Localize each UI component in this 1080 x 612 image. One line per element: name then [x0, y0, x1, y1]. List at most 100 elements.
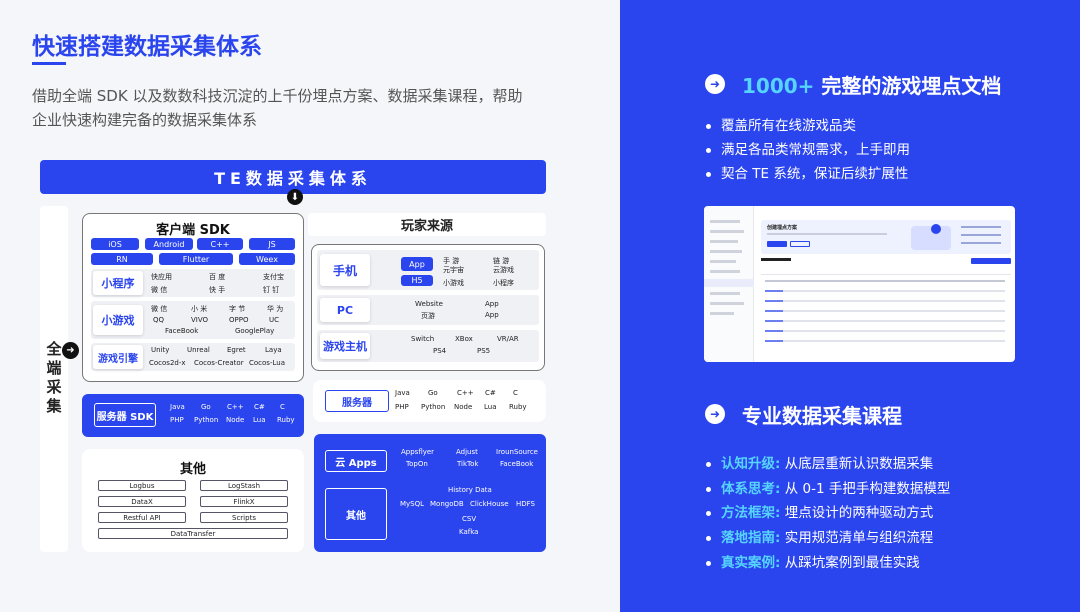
platform-item: UC [269, 316, 280, 324]
cloud-app-item: FaceBook [500, 460, 534, 468]
docs-bullet-text: 覆盖所有在线游戏品类 [721, 118, 856, 134]
engine-item: Unity [151, 346, 170, 354]
tool-item: LogStash [200, 480, 288, 491]
thumb-title: 创建埋点方案 [767, 225, 798, 231]
arrow-circle-icon: ➜ [705, 74, 725, 94]
docs-bullet-text: 契合 TE 系统，保证后续扩展性 [721, 166, 909, 182]
docs-heading-text: 完整的游戏埋点文档 [814, 74, 1002, 98]
language-item: Ruby [509, 403, 527, 411]
data-source-item: HDFS [516, 500, 536, 508]
thumb-sidebar [704, 206, 754, 362]
course-bullet: 方法框架: 埋点设计的两种驱动方式 [706, 501, 933, 521]
game-type: 小游戏 [443, 279, 464, 287]
pill-flutter: Flutter [159, 253, 233, 265]
arrow-down-icon: ⬇ [287, 189, 303, 205]
cloud-app-item: TikTok [457, 460, 479, 468]
course-bullet: 落地指南: 实用规范清单与组织流程 [706, 526, 933, 546]
game-type: 云游戏 [493, 266, 514, 274]
platform-item: 微 信 [151, 305, 168, 313]
other-title: 其他 [179, 462, 206, 477]
bullet-text: 从踩坑案例到最佳实践 [780, 555, 920, 571]
bullet-key: 方法框架: [721, 505, 781, 521]
bullet-key: 真实案例: [721, 555, 781, 571]
tool-item: Logbus [98, 480, 186, 491]
game-engine-label: 游戏引擎 [93, 345, 143, 369]
language-item: PHP [395, 403, 409, 411]
pill-js: JS [249, 238, 295, 250]
data-source-item: ClickHouse [470, 500, 509, 508]
console-label: 游戏主机 [320, 333, 370, 359]
console-item: VR/AR [497, 335, 519, 343]
thumb-table [761, 258, 1011, 356]
bullet-text: 从底层重新认识数据采集 [780, 456, 934, 472]
player-source-panel: 手机 App H5 手 游 链 游 元宇宙 云游戏 小游戏 小程序 PC Web… [311, 244, 545, 371]
platform-item: 小 米 [191, 305, 208, 313]
page-description: 借助全端 SDK 以及数数科技沉淀的上千份埋点方案、数据采集课程，帮助企业快速构… [32, 87, 523, 129]
thumb-header: 创建埋点方案 [761, 220, 1011, 254]
tool-item: Scripts [200, 512, 288, 523]
game-type: 元宇宙 [443, 266, 464, 274]
language-item: Lua [484, 403, 497, 411]
client-sdk-panel: 客户端 SDK iOS Android C++ JS RN Flutter We… [82, 213, 304, 382]
course-heading: 专业数据采集课程 [742, 404, 902, 428]
mini-program-label: 小程序 [93, 271, 143, 295]
language-item: C [280, 403, 285, 411]
language-item: PHP [170, 416, 184, 424]
server-panel: 服务器 Java Go C++ C# C PHP Python Node Lua… [313, 380, 546, 422]
engine-item: Laya [265, 346, 282, 354]
server-sdk-panel: 服务器 SDK Java Go C++ C# C PHP Python Node… [82, 394, 304, 437]
language-item: C [513, 389, 518, 397]
cloud-app-item: Appsflyer [401, 448, 435, 456]
platform-item: 钉 钉 [263, 286, 280, 294]
console-item: XBox [455, 335, 473, 343]
data-source-item: MongoDB [430, 500, 464, 508]
other-panel: 其他 Logbus LogStash DataX FlinkX Restful … [82, 449, 304, 552]
page-title: 快速搭建数据采集体系 [32, 34, 262, 60]
cloud-app-item: TopOn [406, 460, 428, 468]
tool-item: DataTransfer [98, 528, 288, 539]
docs-bullet: 覆盖所有在线游戏品类 [706, 114, 856, 134]
engine-item: Unreal [187, 346, 210, 354]
docs-heading: 1000+ 完整的游戏埋点文档 [742, 70, 1001, 99]
platform-item: 华 为 [267, 305, 284, 313]
game-engine-row: 游戏引擎 Unity Unreal Egret Laya Cocos2d-x C… [91, 343, 295, 371]
platform-item: 快应用 [151, 273, 172, 281]
mini-game-row: 小游戏 微 信 小 米 字 节 华 为 QQ VIVO OPPO UC Face… [91, 301, 295, 339]
pill-weex: Weex [239, 253, 295, 265]
arrow-circle-icon: ➜ [705, 404, 725, 424]
platform-item: QQ [153, 316, 165, 324]
arrow-right-icon: ➜ [62, 342, 79, 359]
course-bullet: 体系思考: 从 0-1 手把手构建数据模型 [706, 477, 950, 497]
client-sdk-title: 客户端 SDK [156, 223, 230, 238]
tool-item: DataX [98, 496, 186, 507]
console-item: PS5 [477, 347, 491, 355]
language-item: Python [421, 403, 446, 411]
pill-android: Android [145, 238, 193, 250]
language-item: Node [454, 403, 473, 411]
platform-item: OPPO [229, 316, 249, 324]
pc-item: 页游 [421, 312, 435, 320]
engine-item: Egret [227, 346, 246, 354]
language-item: Go [201, 403, 211, 411]
pc-item: App [485, 311, 499, 319]
cloud-apps-label: 云 Apps [325, 450, 387, 472]
data-source-item: History Data [448, 486, 492, 494]
console-row: 游戏主机 Switch XBox VR/AR PS4 PS5 [317, 330, 539, 362]
tool-item: FlinkX [200, 496, 288, 507]
full-collection-label: 全端采集 [40, 206, 68, 552]
language-item: Lua [253, 416, 266, 424]
data-source-item: MySQL [400, 500, 425, 508]
language-item: Ruby [277, 416, 295, 424]
game-type: 链 游 [493, 257, 510, 265]
cloud-app-item: Adjust [456, 448, 478, 456]
mobile-label: 手机 [320, 254, 370, 286]
bullet-text: 实用规范清单与组织流程 [780, 530, 934, 546]
language-item: Java [170, 403, 185, 411]
server-sdk-label: 服务器 SDK [94, 403, 156, 427]
language-item: C++ [227, 403, 244, 411]
docs-bullet: 契合 TE 系统，保证后续扩展性 [706, 162, 908, 182]
bullet-text: 从 0-1 手把手构建数据模型 [780, 481, 951, 497]
pill-cpp: C++ [197, 238, 243, 250]
platform-item: 百 度 [209, 273, 226, 281]
mini-program-row: 小程序 快应用 百 度 支付宝 微 信 快 手 钉 钉 [91, 269, 295, 297]
